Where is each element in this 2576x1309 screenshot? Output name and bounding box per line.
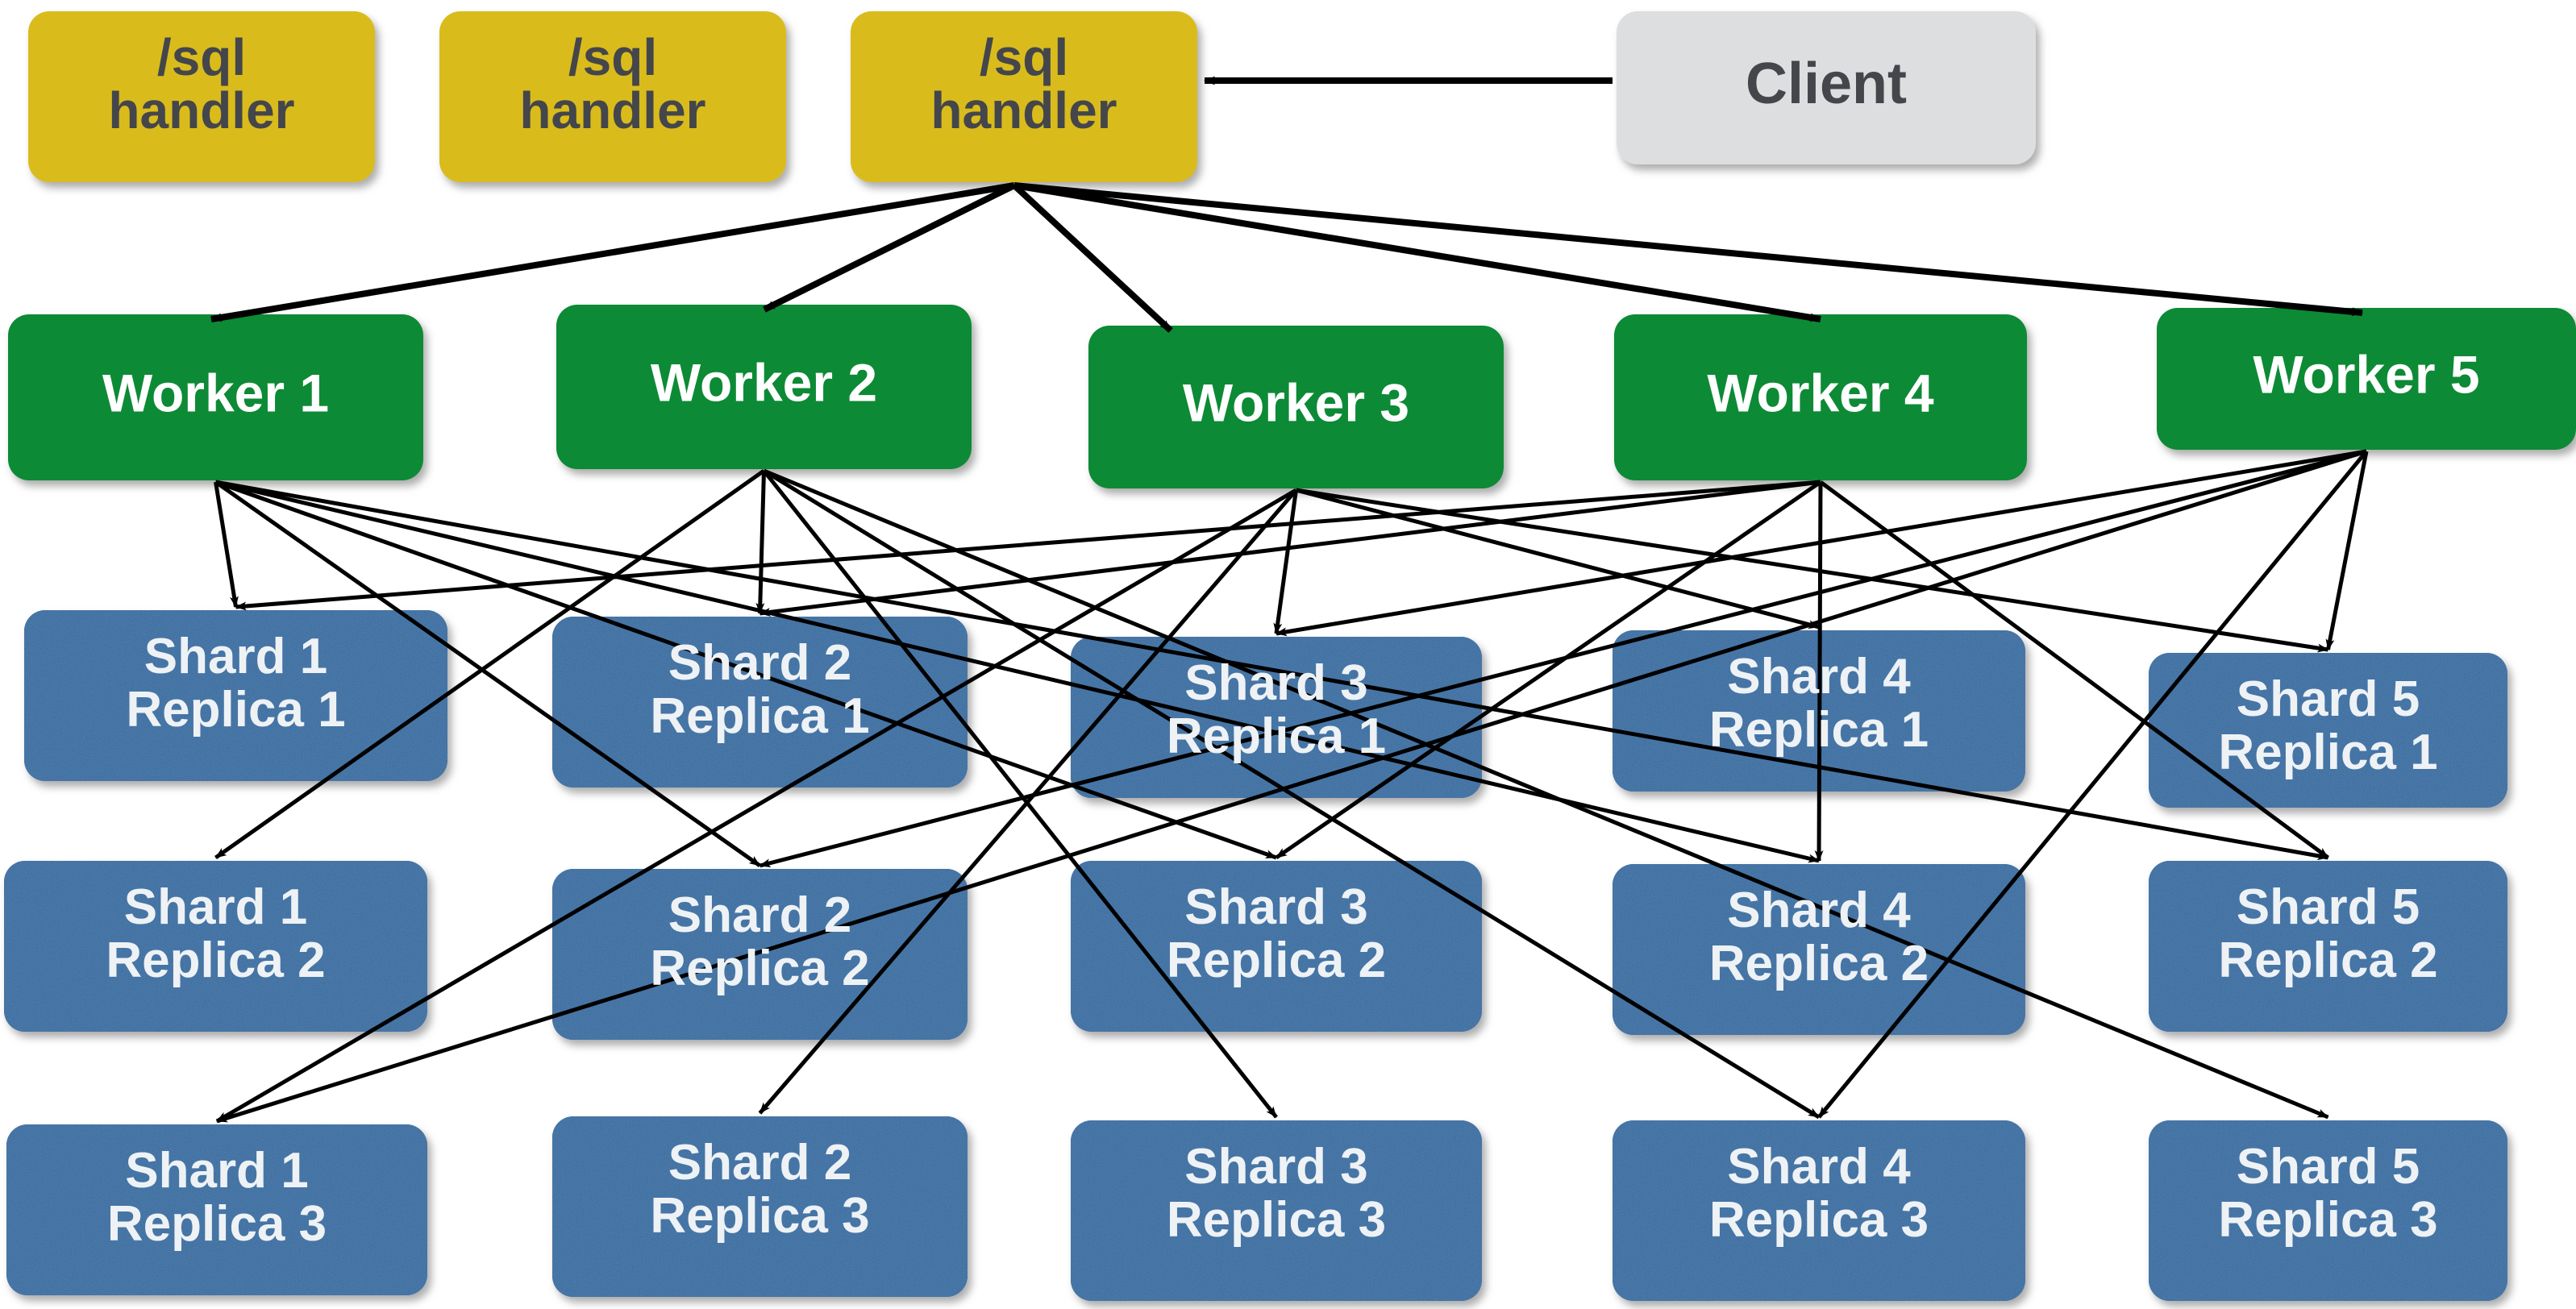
shard-node[interactable] — [552, 869, 968, 1040]
worker-box[interactable] — [8, 314, 423, 480]
edge-worker-5-to-shard-3-replica-1 — [1276, 449, 2367, 637]
edge-worker-2-to-shard-1-replica-2 — [214, 468, 765, 860]
shard-node[interactable] — [2149, 1120, 2507, 1301]
edge-worker-1-to-shard-3-replica-2 — [214, 480, 1277, 860]
edge-worker-3-to-shard-3-replica-1 — [1273, 489, 1298, 634]
worker-box[interactable] — [1614, 314, 2027, 480]
shard-node[interactable] — [1071, 1120, 1482, 1301]
shard-node[interactable] — [24, 610, 447, 781]
shard-node[interactable] — [1071, 637, 1482, 798]
shard-node[interactable] — [552, 1116, 968, 1297]
shard-texture — [2149, 1120, 2507, 1301]
shard-node[interactable] — [1071, 861, 1482, 1032]
edge-worker-2-to-shard-2-replica-1 — [755, 470, 766, 614]
edge-handler-3-to-worker-2 — [763, 182, 1016, 313]
shard-texture — [24, 610, 447, 781]
edge-worker-3-to-shard-5-replica-1 — [1296, 488, 2329, 653]
shard-texture — [1071, 1120, 1482, 1301]
edge-worker-1-to-shard-5-replica-2 — [215, 480, 2329, 861]
edge-worker-4-to-shard-2-replica-1 — [759, 480, 1821, 617]
edge-worker-5-to-shard-1-replica-3 — [216, 449, 2367, 1124]
shard-texture — [2149, 861, 2507, 1032]
shard-texture — [1613, 864, 2025, 1035]
shard-node[interactable] — [4, 861, 427, 1032]
edge-worker-4-to-shard-4-replica-2 — [1814, 481, 1824, 862]
worker-node[interactable] — [2157, 308, 2576, 450]
edge-handler-3-to-worker-3 — [1012, 183, 1173, 333]
edge-worker-4-to-shard-5-replica-2 — [1819, 480, 2329, 860]
sql-handler-node[interactable] — [28, 11, 375, 182]
edge-worker-3-to-shard-4-replica-1 — [1295, 488, 1820, 630]
client-node[interactable] — [1617, 11, 2036, 164]
worker-node[interactable] — [8, 314, 423, 480]
sql-handler-box[interactable] — [439, 11, 786, 182]
sql-handler-node[interactable] — [851, 11, 1197, 182]
edge-handler-3-to-worker-1 — [210, 182, 1015, 322]
shard-node[interactable] — [1613, 864, 2025, 1035]
sql-handler-node[interactable] — [439, 11, 786, 182]
shard-texture — [2149, 653, 2507, 808]
edge-worker-3-to-shard-2-replica-3 — [758, 488, 1298, 1115]
shard-texture — [1613, 1120, 2025, 1301]
edge-worker-3-to-shard-1-replica-3 — [215, 488, 1297, 1124]
nodes-layer — [4, 11, 2576, 1301]
shard-texture — [552, 869, 968, 1040]
sql-handler-box[interactable] — [28, 11, 375, 182]
edge-worker-4-to-shard-1-replica-1 — [235, 480, 1821, 611]
client-box[interactable] — [1617, 11, 2036, 164]
edge-worker-5-to-shard-4-replica-3 — [1817, 450, 2368, 1119]
shard-node[interactable] — [1613, 1120, 2025, 1301]
edge-worker-1-to-shard-4-replica-2 — [214, 480, 1820, 863]
shard-texture — [6, 1124, 427, 1295]
worker-node[interactable] — [556, 305, 972, 469]
shard-node[interactable] — [2149, 653, 2507, 808]
edge-worker-2-to-shard-3-replica-3 — [762, 469, 1278, 1119]
edge-worker-2-to-shard-5-replica-3 — [763, 468, 2329, 1120]
worker-node[interactable] — [1088, 326, 1504, 488]
shard-texture — [552, 1116, 968, 1297]
edge-worker-1-to-shard-2-replica-2 — [214, 480, 761, 868]
shard-texture — [1071, 637, 1482, 798]
edges-layer — [210, 76, 2369, 1124]
worker-box[interactable] — [1088, 326, 1504, 488]
worker-box[interactable] — [556, 305, 972, 469]
edge-handler-3-to-worker-5 — [1013, 182, 2363, 317]
edge-worker-2-to-shard-4-replica-3 — [763, 468, 1821, 1120]
edge-worker-4-to-shard-3-replica-2 — [1275, 480, 1822, 860]
shard-node[interactable] — [2149, 861, 2507, 1032]
worker-box[interactable] — [2157, 308, 2576, 450]
shard-texture — [1071, 861, 1482, 1032]
shard-texture — [4, 861, 427, 1032]
shard-node[interactable] — [6, 1124, 427, 1295]
edge-worker-5-to-shard-2-replica-2 — [759, 449, 2367, 868]
worker-node[interactable] — [1614, 314, 2027, 480]
edge-worker-5-to-shard-5-replica-1 — [2325, 451, 2369, 650]
edge-handler-3-to-worker-4 — [1013, 182, 1821, 322]
edge-worker-1-to-shard-1-replica-1 — [214, 481, 239, 608]
sql-handler-box[interactable] — [851, 11, 1197, 182]
